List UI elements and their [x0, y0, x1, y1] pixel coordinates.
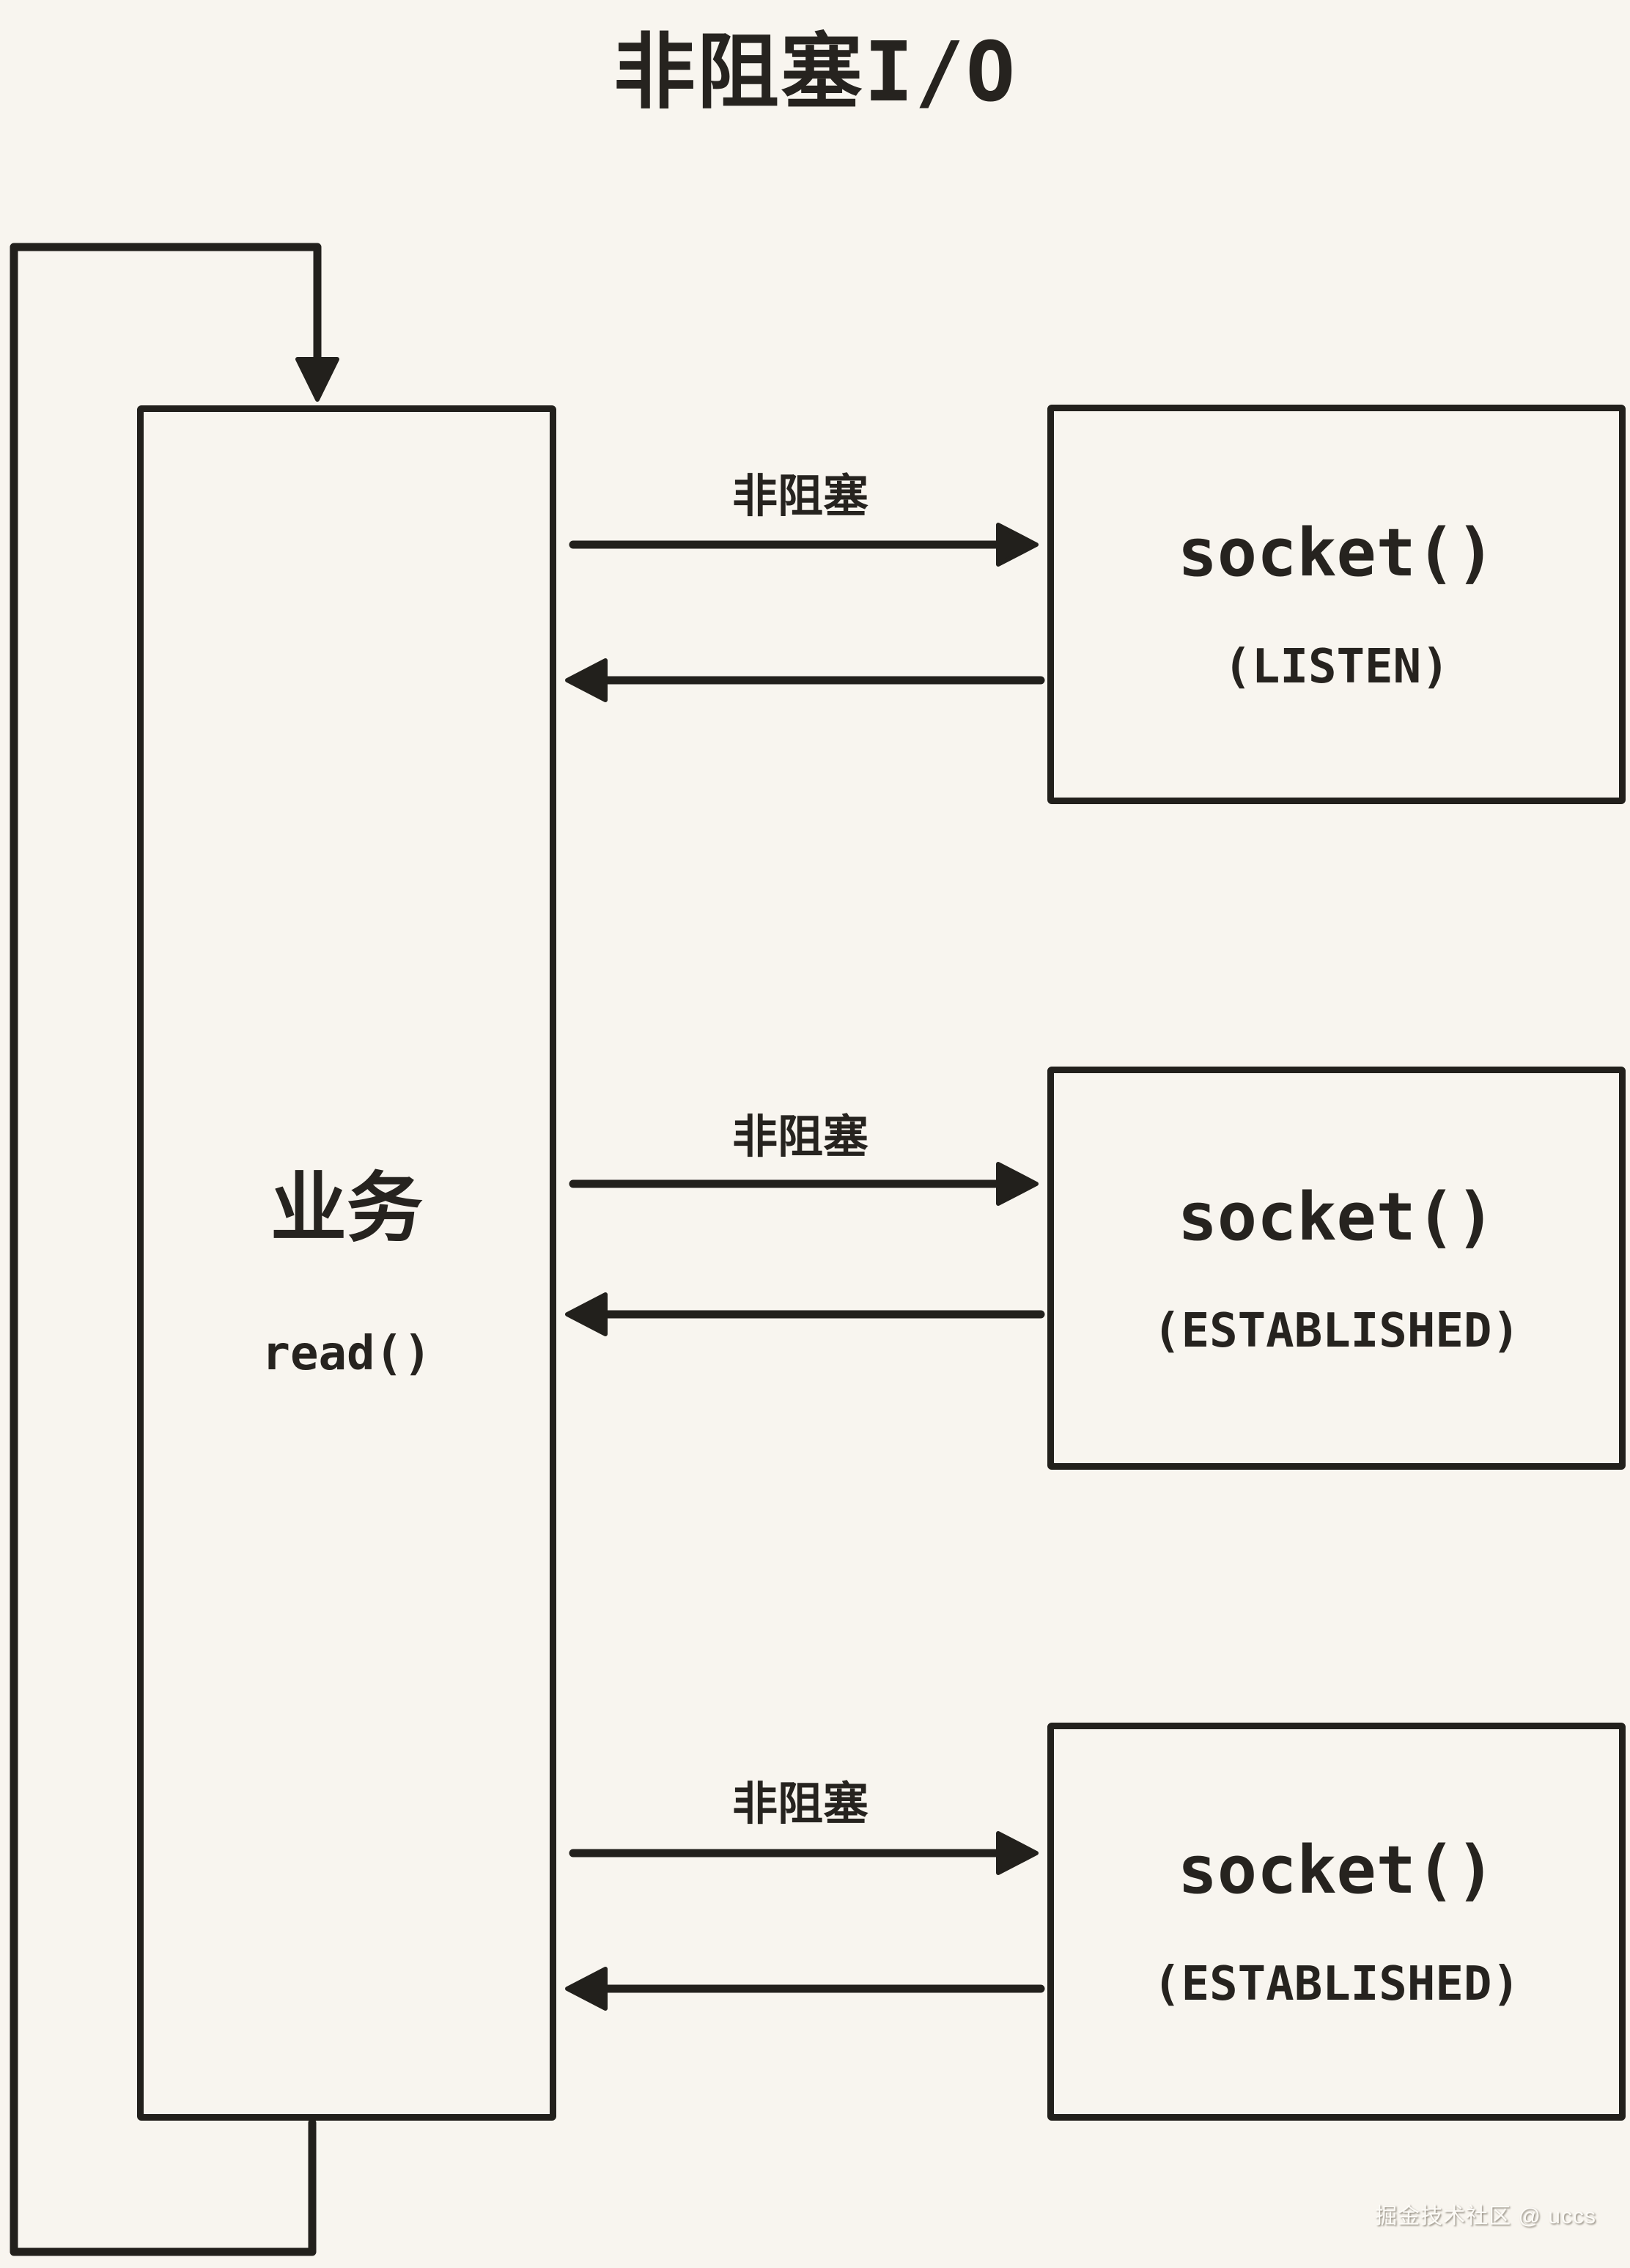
- socket-box-listen: socket() (LISTEN): [1047, 405, 1626, 804]
- worker-box: 业务 read(): [137, 405, 556, 2121]
- page-title: 非阻塞I/O: [613, 25, 1017, 120]
- connection-label: 非阻塞: [731, 471, 869, 522]
- arrow-right-2: [569, 1162, 1039, 1206]
- socket-box-established-2: socket() (ESTABLISHED): [1047, 1723, 1626, 2121]
- socket-call-label: socket(): [1177, 1178, 1496, 1256]
- arrowhead-right-icon: [996, 1162, 1039, 1206]
- worker-label: 业务: [270, 1166, 423, 1251]
- arrow-left-3: [565, 1967, 1045, 2011]
- arrowhead-left-icon: [565, 1967, 608, 2011]
- loop-arrow: [10, 243, 339, 2256]
- arrowhead-right-icon: [996, 1831, 1039, 1875]
- arrowhead-right-icon: [996, 523, 1039, 567]
- socket-call-label: socket(): [1177, 1832, 1496, 1909]
- socket-state-label: (LISTEN): [1223, 640, 1450, 694]
- connection-label: 非阻塞: [731, 1112, 869, 1163]
- arrow-right-1: [569, 523, 1039, 567]
- arrowhead-left-icon: [565, 658, 608, 702]
- socket-state-label: (ESTABLISHED): [1153, 1957, 1520, 2011]
- connection-label: 非阻塞: [731, 1779, 869, 1830]
- loop-arrowhead-down-icon: [295, 357, 339, 402]
- socket-box-established-1: socket() (ESTABLISHED): [1047, 1067, 1626, 1470]
- arrow-left-1: [565, 658, 1045, 702]
- arrowhead-left-icon: [565, 1292, 608, 1336]
- watermark: 掘金技术社区 @ uccs: [1375, 2204, 1596, 2228]
- socket-call-label: socket(): [1177, 515, 1496, 592]
- worker-read-call: read(): [262, 1326, 432, 1381]
- arrow-right-3: [569, 1831, 1039, 1875]
- arrow-left-2: [565, 1292, 1045, 1336]
- socket-state-label: (ESTABLISHED): [1153, 1303, 1520, 1358]
